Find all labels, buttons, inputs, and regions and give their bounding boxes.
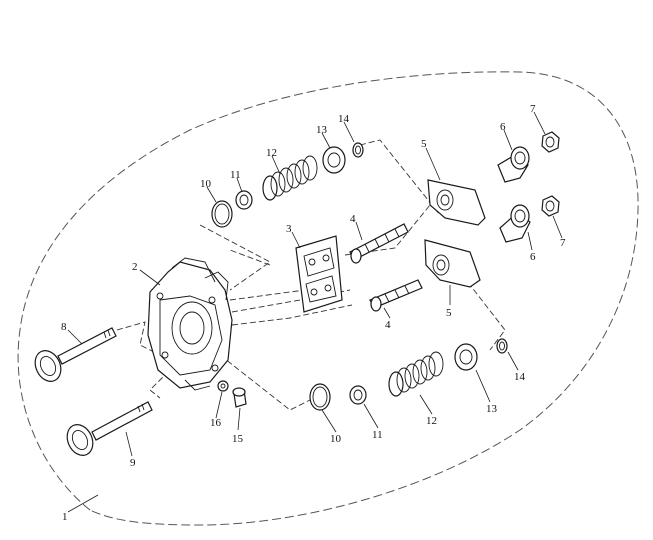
callout-6-upper: 6 (500, 121, 506, 133)
callout-11-lower: 11 (372, 429, 383, 441)
callouts: 1 2 3 4 4 5 5 6 6 7 7 8 9 10 10 11 11 12… (61, 103, 566, 523)
clip-upper (352, 142, 364, 158)
assembly-boundary (17, 71, 639, 526)
callout-14-upper: 14 (338, 113, 350, 125)
assembly-guide-lines (116, 139, 506, 411)
lever-lower (424, 239, 481, 288)
callout-5-lower: 5 (446, 307, 452, 319)
callout-4-lower: 4 (385, 319, 391, 331)
callout-7-lower: 7 (560, 237, 566, 249)
callout-10-upper: 10 (200, 178, 212, 190)
valve-housing (147, 257, 233, 391)
callout-9: 9 (130, 457, 136, 469)
nut-lower (541, 195, 560, 217)
callout-13-lower: 13 (486, 403, 498, 415)
callout-6-lower: 6 (530, 251, 536, 263)
retainer-lower (454, 343, 478, 371)
callout-4-upper: 4 (350, 213, 356, 225)
adjuster-upper (497, 146, 530, 183)
seal-ring-lower (309, 383, 331, 411)
callout-2: 2 (132, 261, 138, 273)
valve-lower (66, 401, 153, 456)
spring-seat-upper (235, 190, 253, 210)
screw (232, 387, 247, 408)
leader-lines (67, 111, 563, 513)
callout-10-lower: 10 (330, 433, 342, 445)
spring-lower (388, 351, 444, 397)
clip-lower (496, 338, 508, 354)
callout-14-lower: 14 (514, 371, 526, 383)
valve-upper (34, 327, 117, 382)
callout-12-lower: 12 (426, 415, 437, 427)
callout-13-upper: 13 (316, 124, 328, 136)
callout-15: 15 (232, 433, 244, 445)
stud-lower (369, 279, 423, 312)
seal-ring-upper (211, 200, 233, 228)
callout-3: 3 (286, 223, 292, 235)
spring-seat-lower (349, 385, 367, 405)
callout-7-upper: 7 (530, 103, 536, 115)
retainer-upper (322, 146, 346, 174)
stud-upper (349, 223, 409, 264)
adjuster-lower (499, 204, 531, 243)
callout-5-upper: 5 (421, 138, 427, 150)
spring-upper (262, 155, 318, 201)
nut-upper (541, 131, 560, 153)
callout-8: 8 (61, 321, 67, 333)
gasket-plate (295, 235, 343, 313)
callout-16: 16 (210, 417, 222, 429)
lever-upper (427, 179, 486, 226)
callout-11-upper: 11 (230, 169, 241, 181)
callout-12-upper: 12 (266, 147, 277, 159)
washer (217, 380, 229, 392)
callout-1: 1 (62, 511, 68, 523)
